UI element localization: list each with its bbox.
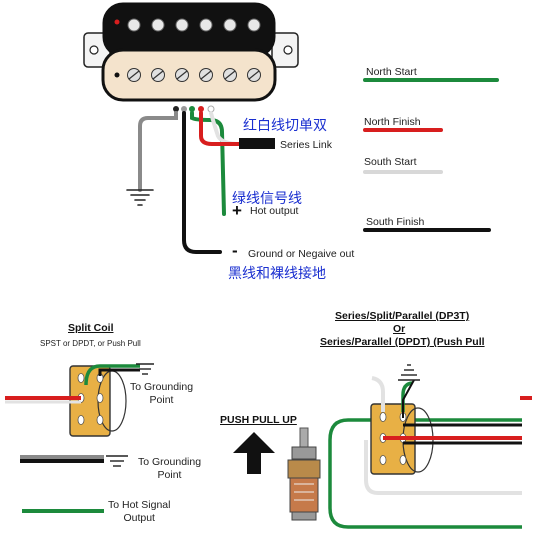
legend-line-south-start (363, 170, 443, 174)
note-green: 绿线信号线 (232, 191, 302, 207)
ground-label: Ground or Negaive out (248, 248, 355, 260)
to-hot-signal-output: To Hot Signal Output (108, 499, 171, 524)
push-pull-pot-drawing (233, 427, 321, 521)
series-link-label: Series Link (280, 139, 332, 151)
dp3t-switch-drawing (328, 364, 532, 529)
split-coil-title: Split Coil (68, 322, 114, 334)
dp3t-or: Or (393, 323, 406, 335)
legend-line-north-finish (363, 128, 443, 132)
dpdt-title: Series/Parallel (DPDT) (Push Pull (320, 336, 485, 348)
to-grounding-point-1: To Grounding Point (130, 381, 194, 406)
minus-sign: - (232, 241, 238, 260)
legend-south-start: South Start (364, 156, 417, 168)
humbucker-pickup (83, 2, 299, 102)
legend-line-north-start (363, 78, 499, 82)
split-coil-switch-drawing (5, 363, 154, 513)
split-coil-subtitle: SPST or DPDT, or Push Pull (40, 339, 141, 348)
plus-sign: + (232, 201, 242, 220)
legend-south-finish: South Finish (366, 216, 425, 228)
to-grounding-point-2: To Grounding Point (138, 456, 202, 481)
legend-north-start: North Start (366, 66, 417, 78)
pickup-wires (126, 105, 275, 254)
legend-line-south-finish (363, 228, 491, 232)
note-red-white: 红白线切单双 (243, 118, 327, 134)
note-black: 黑线和裸线接地 (228, 266, 326, 282)
legend-north-finish: North Finish (364, 116, 421, 128)
dp3t-title: Series/Split/Parallel (DP3T) (335, 310, 470, 322)
hot-output-label: Hot output (250, 205, 299, 217)
push-pull-label: PUSH PULL UP (220, 414, 297, 426)
